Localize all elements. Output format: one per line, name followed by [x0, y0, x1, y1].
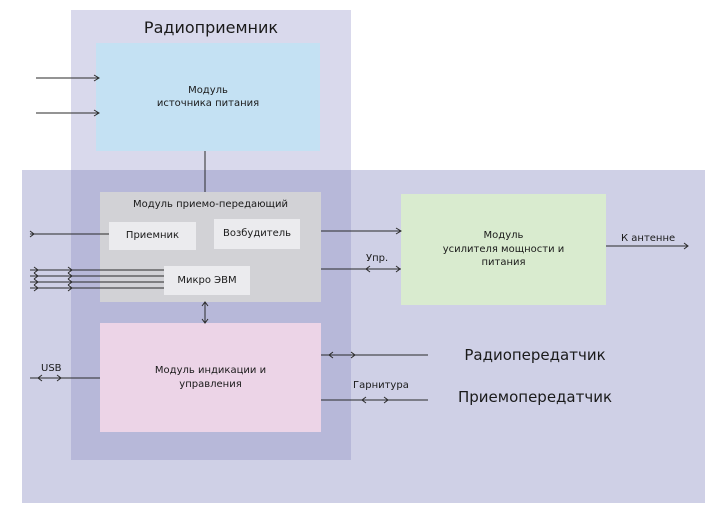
arrowhead — [93, 109, 100, 117]
arrowhead — [361, 396, 389, 404]
txrx-module-title: Модуль приемо-передающий — [133, 199, 288, 210]
arrowhead — [328, 351, 356, 359]
power-supply-module: Модуль источника питания — [96, 43, 320, 151]
arrowhead — [683, 242, 689, 250]
transmitter-title: Радиопередатчик — [464, 346, 606, 364]
microcomputer-submodule: Микро ЭВМ — [164, 266, 250, 295]
exciter-submodule: Возбудитель — [214, 219, 300, 249]
arrowhead — [201, 301, 209, 324]
receiver-submodule: Приемник — [109, 222, 196, 250]
indication-control-module: Модуль индикации и управления — [100, 323, 321, 432]
receiver-title: Радиоприемник — [143, 18, 279, 37]
control-label: Упр. — [366, 253, 389, 264]
arrowhead — [93, 74, 100, 82]
power-amplifier-module: Модуль усилителя мощности и питания — [401, 194, 606, 305]
arrowhead — [37, 374, 62, 382]
arrowhead — [395, 227, 402, 235]
antenna-label: К антенне — [621, 233, 676, 244]
bus-marks — [67, 266, 73, 292]
transceiver-title: Приемопередатчик — [457, 388, 613, 406]
arrowhead — [29, 230, 35, 238]
usb-label: USB — [41, 363, 62, 374]
bus-marks — [33, 266, 39, 292]
headset-label: Гарнитура — [353, 380, 409, 391]
arrowhead — [365, 265, 401, 273]
